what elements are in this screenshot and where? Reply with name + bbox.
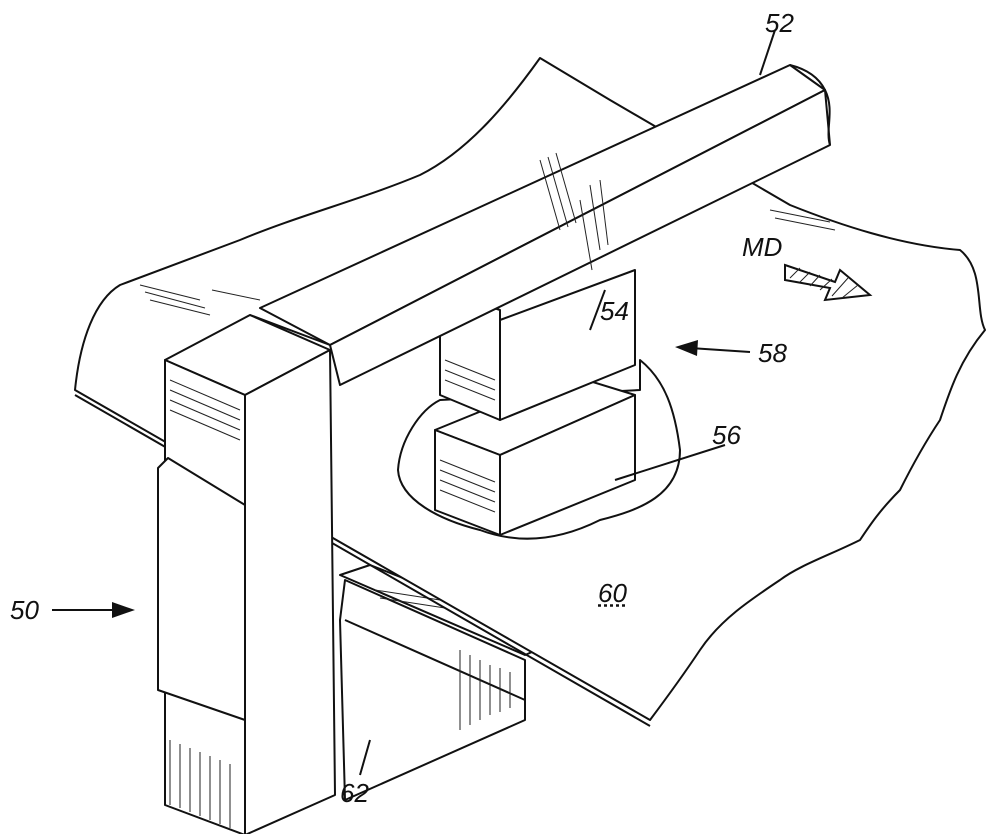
- arrow-50: [52, 602, 135, 618]
- post-50: [158, 315, 335, 834]
- label-md: MD: [742, 232, 782, 263]
- label-50: 50: [10, 595, 39, 626]
- label-54: 54: [600, 296, 629, 327]
- label-56: 56: [712, 420, 741, 451]
- label-62: 62: [340, 778, 369, 809]
- label-58: 58: [758, 338, 787, 369]
- label-60: 60: [598, 578, 627, 609]
- label-52: 52: [765, 8, 794, 39]
